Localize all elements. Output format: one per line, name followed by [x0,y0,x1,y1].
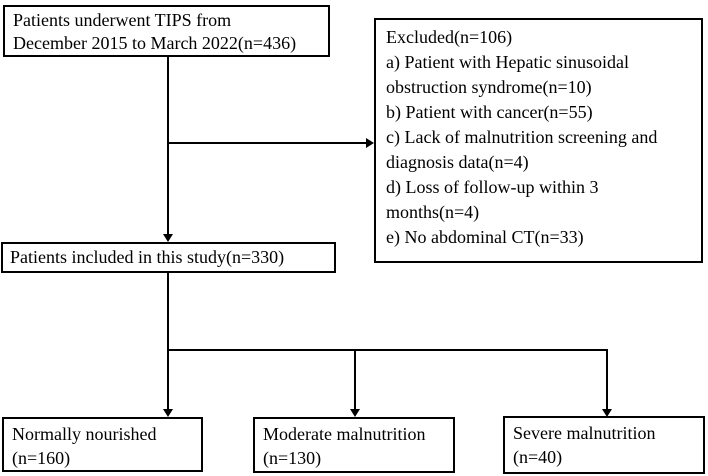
connector-to-moderate-malnutrition [354,351,356,409]
connector-to-excluded [167,142,367,144]
text-line: months(n=4) [386,202,480,222]
text-line: diagnosis data(n=4) [386,152,529,172]
connector-to-severe-malnutrition [606,351,608,409]
arrowhead-to-included [163,234,173,242]
text-line: a) Patient with Hepatic sinusoidal [386,52,629,72]
box-normally-nourished: Normally nourished (n=160) [2,417,203,472]
arrowhead-to-moderate-malnutrition [350,409,360,417]
connector-to-normally-nourished [167,351,169,409]
arrowhead-to-excluded [366,138,374,148]
text-line: c) Lack of malnutrition screening and [386,127,658,147]
text-line: Normally nourished [12,424,157,444]
box-included: Patients included in this study(n=330) [1,242,336,273]
text-line: d) Loss of follow-up within 3 [386,177,599,197]
connector-included-to-branch [167,273,169,351]
connector-branch-horizontal [167,349,608,351]
text-line: (n=40) [513,447,563,467]
text-line: b) Patient with cancer(n=55) [386,102,593,122]
text-line: e) No abdominal CT(n=33) [386,227,584,247]
arrowhead-to-normally-nourished [163,409,173,417]
box-tips-patients: Patients underwent TIPS from December 20… [3,5,330,57]
text-line: obstruction syndrome(n=10) [386,77,592,97]
text-line: Patients underwent TIPS from [13,10,232,30]
box-severe-malnutrition: Severe malnutrition (n=40) [503,416,705,474]
text-line: (n=160) [12,448,71,468]
connector-top-to-included [167,57,169,234]
arrowhead-to-severe-malnutrition [602,409,612,417]
box-excluded: Excluded(n=106) a) Patient with Hepatic … [374,18,703,263]
text-line: Patients included in this study(n=330) [10,247,285,267]
text-line: (n=130) [263,448,322,468]
text-line: Moderate malnutrition [263,424,426,444]
box-moderate-malnutrition: Moderate malnutrition (n=130) [253,417,455,473]
text-line: December 2015 to March 2022(n=436) [13,33,297,53]
text-line: Excluded(n=106) [386,27,513,47]
text-line: Severe malnutrition [513,423,656,443]
